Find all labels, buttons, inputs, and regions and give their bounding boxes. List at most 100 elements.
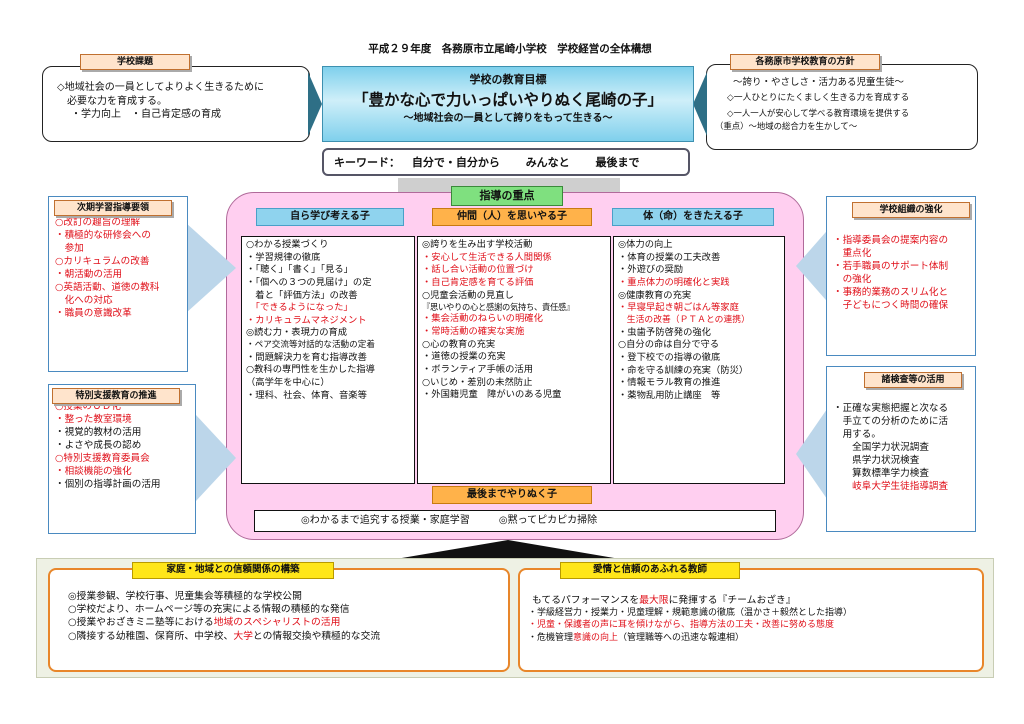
list-item: 化への対応 (55, 294, 113, 306)
column-line: ◎誇りを生み出す学校活動 (422, 239, 533, 250)
list-item: ・若手職員のサポート体制 (833, 260, 949, 272)
text-fragment: もてるパフォーマンスを (532, 595, 640, 606)
column-title-body: 体（命）をきたえる子 (612, 208, 774, 226)
column-line: ○児童会活動の見直し (422, 289, 514, 301)
list-item: 算数標準学力検査 (833, 467, 929, 479)
text-fragment: に発揮する『チームおざき』 (668, 595, 796, 606)
next-curriculum-tag: 次期学習指導要領 (54, 200, 172, 217)
city-policy-tag: 各務原市学校教育の方針 (730, 54, 880, 71)
goal-sub: ～地域社会の一員として誇りをもって生きる～ (403, 112, 613, 124)
list-item: ・整った教室環境 (55, 413, 132, 425)
column-line: 生活の改善（ＰＴＡとの連携） (618, 314, 750, 325)
column-line: ○いじめ・差別の未然防止 (422, 376, 533, 388)
text-fragment: ・学級経営力・授業力・児童理解・規範意識の徹底（温かさ＋毅然とした指導） (528, 608, 853, 619)
column-line: ・集会活動のねらいの明確化 (422, 313, 543, 325)
text-fragment: 地域のスペシャリストの活用 (213, 617, 341, 629)
city-policy-box: ～誇り・やさしさ・活力ある児童生徒～ ◇一人ひとりにたくましく生きる力を育成する… (706, 64, 978, 150)
column-learning: ○わかる授業づくり ・学習規律の徹底 ・「聴く」「書く」「見る」 ・「個への３つ… (241, 236, 415, 484)
down-arrow-shape (390, 540, 626, 560)
list-item: ・職員の意識改革 (55, 307, 132, 319)
text-fragment: （管理職等への迅速な報連相） (618, 632, 745, 643)
community-line: ○授業やおざきミニ塾等における地域のスペシャリストの活用 (68, 616, 504, 629)
column-line: ◎体力の向上 (618, 239, 673, 250)
list-item: ○英語活動、道徳の教科 (55, 281, 160, 293)
school-issues-line: ◇地域社会の一員としてよりよく生きるために (57, 82, 264, 93)
column-line: ・常時活動の確実な実施 (422, 326, 525, 338)
column-line: ・カリキュラムマネジメント (246, 314, 367, 326)
priority-title: 指導の重点 (451, 186, 563, 206)
column-line: ○教科の専門性を生かした指導 (246, 364, 375, 376)
column-line: ・ペア交流等対話的な活動の定着 (246, 340, 375, 351)
list-item: ・正確な実態把握と次なる (833, 403, 949, 414)
column-line: ・命を守る訓練の充実（防災） (618, 364, 749, 376)
column-title-caring: 仲間（人）を思いやる子 (432, 208, 592, 226)
column-line: ◎読む力・表現力の育成 (246, 327, 348, 339)
text-fragment: ・児童・保護者の声に耳を傾けながら、指導方法の工夫・改善に努める態度 (528, 620, 835, 631)
city-policy-line: ◇一人ひとりにたくましく生きる力を育成する (727, 92, 910, 103)
column-line: 『思いやりの心と感謝の気持ち、責任感』 (422, 302, 574, 313)
column-line: ・重点体力の明確化と実践 (618, 276, 730, 288)
column-line: ・学習規律の徹底 (246, 251, 321, 263)
column-line: ・道徳の授業の充実 (422, 351, 506, 363)
teachers-box: もてるパフォーマンスを最大限に発揮する『チームおざき』 ・学級経営力・授業力・児… (518, 568, 984, 672)
keyword-label: キーワード： (334, 156, 400, 169)
text-fragment: ○隣接する幼稚園、保育所、中学校、 (68, 630, 234, 642)
list-item: ・積極的な研修会への (55, 229, 151, 241)
goal-main: 「豊かな心で力いっぱいやりぬく尾崎の子」 (352, 90, 663, 109)
list-item: 重点化 (833, 247, 872, 259)
list-item: 子どもにつく時間の確保 (833, 299, 949, 311)
special-support-tag: 特別支援教育の推進 (52, 388, 180, 405)
column-line: 「できるようになった」 (246, 302, 353, 314)
text-fragment: 最大限 (639, 595, 669, 606)
city-policy-line: ◇一人一人が安心して学べる教育環境を提供する (727, 107, 910, 118)
text-fragment: 大学 (233, 630, 253, 642)
column-line: ・外遊びの奨励 (618, 264, 684, 276)
list-item: 全国学力状況調査 (833, 441, 929, 453)
teachers-line: ・児童・保護者の声に耳を傾けながら、指導方法の工夫・改善に努める態度 (528, 619, 978, 631)
column-line: ・早寝早起き朝ごはん等家庭 (618, 302, 739, 314)
list-item: ・指導委員会の提案内容の (833, 235, 949, 246)
right-arrow-shape (693, 72, 707, 136)
next-curriculum-box: ○改訂の趣旨の理解 ・積極的な研修会への 参加 ○カリキュラムの改善 ・朝活動の… (48, 196, 188, 372)
list-item: 岐阜大学生徒指導調査 (833, 480, 949, 492)
text-fragment: 意識の向上 (573, 632, 619, 643)
page-title: 平成２９年度 各務原市立尾崎小学校 学校経営の全体構想 (368, 43, 652, 55)
column-line: ○心の教育の充実 (422, 338, 496, 350)
persist-item: ◎黙ってピカピカ掃除 (498, 515, 598, 526)
column-line: ・問題解決力を育む指導改善 (246, 351, 367, 363)
list-item: 用する。 (833, 428, 881, 440)
column-line: ・話し合い活動の位置づけ (422, 264, 534, 276)
column-line: ・ボランティア手帳の活用 (422, 364, 534, 376)
column-line: ・外国籍児童 障がいのある児童 (422, 389, 562, 401)
school-issues-line: 必要な力を育成する。 (67, 95, 167, 107)
persist-item: ◎わかるまで追究する授業・家庭学習 (301, 515, 470, 526)
list-item: ○特別支援教育委員会 (55, 452, 150, 464)
teachers-line: もてるパフォーマンスを最大限に発揮する『チームおざき』 (528, 594, 978, 607)
community-line: ○隣接する幼稚園、保育所、中学校、大学との情報交換や積極的な交流 (68, 630, 504, 643)
column-line: ◎健康教育の充実 (618, 289, 692, 301)
school-issues-tag: 学校課題 (80, 54, 190, 71)
column-line: ○わかる授業づくり (246, 239, 329, 250)
keyword-item: みんなと (525, 156, 570, 169)
school-issues-box: ◇地域社会の一員としてよりよく生きるために 必要な力を育成する。 ・学力向上 ・… (42, 66, 310, 142)
school-issues-line: ・学力向上 ・自己肯定感の育成 (71, 109, 221, 120)
column-line: ・虫歯予防啓発の強化 (618, 326, 711, 338)
column-line: 着と「評価方法」の改善 (246, 289, 358, 301)
column-line: ・情報モラル教育の推進 (618, 377, 721, 389)
left-arrow-shape (308, 72, 322, 136)
list-item: 手立ての分析のために活 (833, 415, 949, 427)
persist-title: 最後までやりぬく子 (432, 486, 592, 504)
column-line: ・薬物乱用防止講座 等 (618, 390, 721, 401)
list-item: 県学力状況検査 (833, 454, 920, 466)
column-caring: ◎誇りを生み出す学校活動 ・安心して生活できる人間関係 ・話し合い活動の位置づけ… (417, 236, 611, 484)
column-line: ・自己肯定感を育てる評価 (422, 276, 534, 288)
teachers-line: ・学級経営力・授業力・児童理解・規範意識の徹底（温かさ＋毅然とした指導） (528, 607, 978, 619)
city-policy-line: ～誇り・やさしさ・活力ある児童生徒～ (733, 77, 905, 88)
text-fragment: ○学校だより、ホームページ等の充実による情報の積極的な発信 (68, 604, 350, 616)
column-line: ○自分の命は自分で守る (618, 339, 720, 351)
list-item: ・個別の指導計画の活用 (55, 478, 161, 490)
community-line: ◎授業参観、学校行事、児童集会等積極的な学校公開 (68, 590, 504, 603)
keyword-item: 自分で・自分から (411, 156, 500, 169)
organization-box: ・指導委員会の提案内容の 重点化 ・若手職員のサポート体制 の強化 ・事務的業務… (826, 196, 976, 356)
city-policy-line: （重点）～地域の総合力を生かして～ (715, 121, 858, 132)
